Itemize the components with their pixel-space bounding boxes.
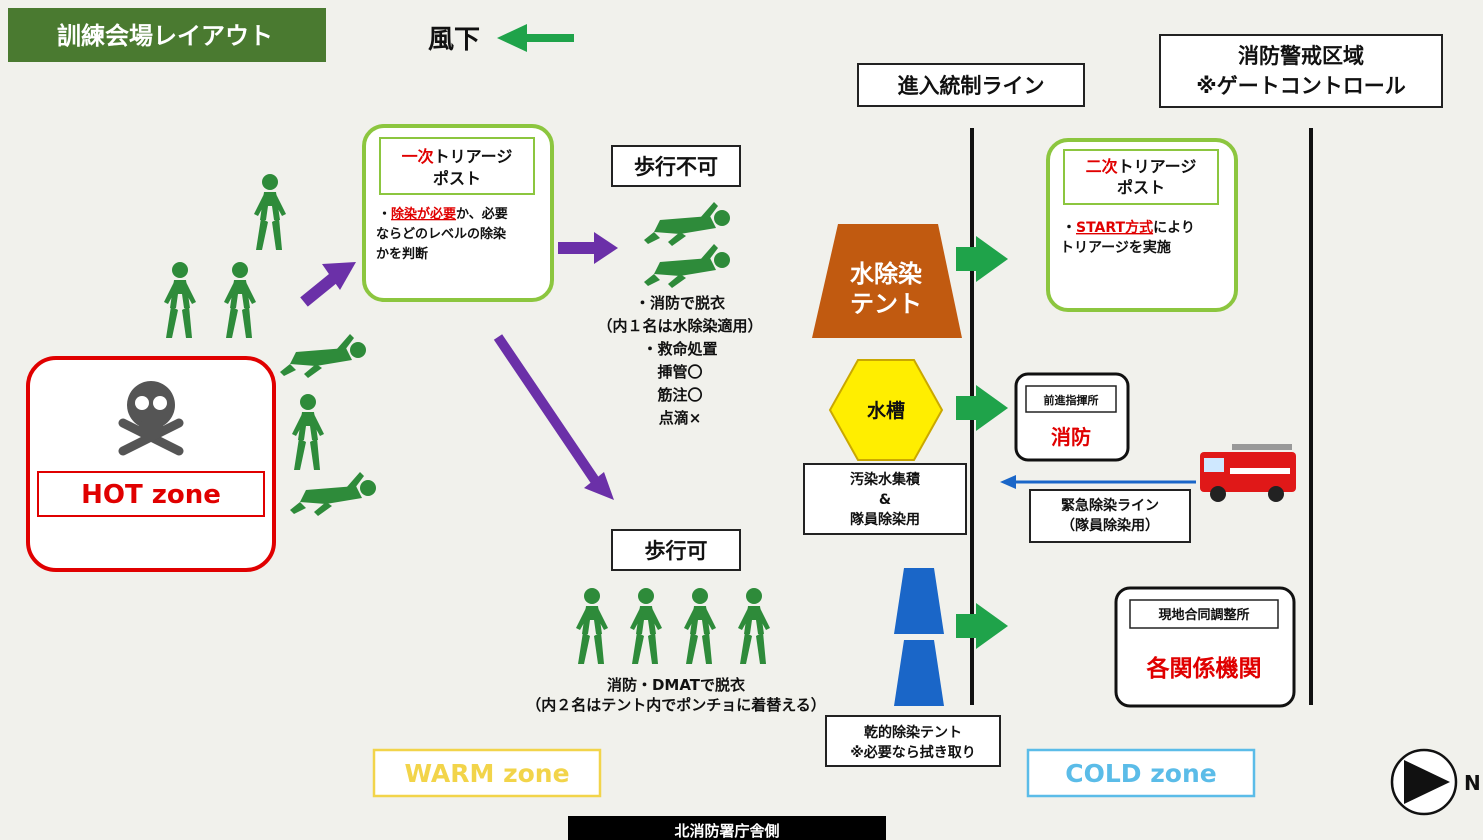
water-tank-icon [828, 359, 944, 461]
secondary-triage-title: 二次トリアージ [1086, 157, 1197, 176]
header-banner [8, 8, 326, 62]
forward-command-label: 前進指揮所 [1044, 393, 1099, 407]
cold-zone-box [1026, 748, 1256, 798]
wastewater-box [803, 463, 967, 535]
fire-cordon-label: 消防警戒区域 [1238, 44, 1364, 68]
ambulatory-box [611, 529, 741, 571]
non-ambulatory-notes: ・消防で脱衣 （内１名は水除染適用） ・救命処置 挿管〇 筋注〇 点滴× [597, 294, 762, 427]
primary-triage-title: 一次トリアージ [402, 147, 513, 166]
lying-person-icon [280, 334, 366, 378]
purple-arrow-icon [300, 262, 356, 307]
secondary-triage-note-line2: トリアージを実施 [1060, 239, 1171, 256]
downwind-arrow-icon [497, 24, 574, 52]
downwind-label: 風下 [428, 25, 480, 55]
dry-decon-tent-icon [894, 568, 944, 706]
dry-tent-note: ※必要なら拭き取り [850, 744, 976, 761]
page-title: 訓練会場レイアウト [57, 22, 273, 50]
primary-triage-note: ・除染が必要か、必要 [378, 206, 508, 222]
walking-person-icon [630, 588, 662, 664]
water-decon-tent-icon [812, 224, 962, 338]
compass-icon [1390, 748, 1458, 816]
walking-person-icon [576, 588, 608, 664]
emergency-line-box [1029, 489, 1191, 543]
purple-arrow-icon [493, 334, 614, 500]
svg-text:挿管〇: 挿管〇 [657, 363, 702, 381]
dry-tent-box [825, 715, 1001, 767]
water-tent-label-line2: テント [850, 290, 922, 318]
ambulatory-label: 歩行可 [645, 539, 708, 563]
fire-truck-icon [1200, 444, 1296, 502]
primary-triage-note-line2: ならどのレベルの除染 [376, 226, 507, 242]
secondary-triage-note: ・START方式により [1062, 219, 1195, 236]
building-banner [568, 816, 886, 840]
fire-cordon-box [1159, 34, 1443, 108]
water-tent-label: 水除染 [850, 260, 922, 288]
secondary-triage-title-line2: ポスト [1117, 178, 1165, 197]
cold-zone-label: COLD zone [1065, 759, 1216, 788]
walking-person-icon [684, 588, 716, 664]
svg-text:&: & [879, 492, 891, 508]
emergency-line-note: （隊員除染用） [1061, 517, 1159, 534]
entry-control-label: 進入統制ライン [898, 74, 1045, 98]
svg-text:（内１名は水除染適用）: （内１名は水除染適用） [597, 317, 762, 335]
fire-dept-label: 消防 [1051, 425, 1091, 449]
emergency-line-label: 緊急除染ライン [1061, 497, 1159, 514]
green-arrow-icon [956, 603, 1008, 649]
compass-north-label: N [1464, 771, 1481, 795]
non-ambulatory-box [611, 145, 741, 187]
warm-zone-label: WARM zone [404, 759, 569, 788]
walking-person-icon [738, 588, 770, 664]
water-tank-label: 水槽 [867, 399, 905, 422]
wastewater-label: 汚染水集積 & 隊員除染用 [850, 471, 921, 528]
svg-text:隊員除染用: 隊員除染用 [850, 511, 920, 528]
blue-arrow-icon [1000, 475, 1196, 489]
walking-person-icon [224, 262, 256, 338]
hot-zone-label: HOT zone [81, 480, 221, 510]
primary-triage-title-line2: ポスト [433, 169, 481, 188]
entry-control-box [857, 63, 1085, 107]
svg-text:筋注〇: 筋注〇 [656, 386, 702, 404]
walking-person-icon [254, 174, 286, 250]
green-arrow-icon [956, 385, 1008, 431]
ambulatory-note2: （内２名はテント内でポンチョに着替える） [526, 696, 826, 714]
gate-control-label: ※ゲートコントロール [1196, 74, 1405, 98]
ambulatory-note1: 消防・DMATで脱衣 [607, 676, 745, 694]
purple-arrow-icon [558, 232, 618, 264]
lying-person-icon [644, 244, 730, 288]
svg-text:・消防で脱衣: ・消防で脱衣 [635, 294, 725, 312]
walking-person-icon [292, 394, 324, 470]
lying-person-icon [290, 472, 376, 516]
coordination-label: 現地合同調整所 [1158, 607, 1249, 623]
walking-person-icon [164, 262, 196, 338]
primary-triage-note-line3: かを判断 [376, 246, 428, 262]
svg-text:点滴×: 点滴× [659, 409, 702, 427]
svg-text:汚染水集積: 汚染水集積 [850, 471, 921, 488]
dry-tent-label: 乾的除染テント [864, 724, 962, 741]
svg-text:・救命処置: ・救命処置 [642, 340, 717, 358]
non-ambulatory-label: 歩行不可 [634, 155, 718, 179]
lying-person-icon [644, 202, 730, 246]
building-label: 北消防署庁舎側 [674, 822, 779, 840]
skull-crossbones-icon [118, 381, 184, 456]
agencies-label: 各関係機関 [1146, 655, 1262, 682]
green-arrow-icon [956, 236, 1008, 282]
warm-zone-box [372, 748, 602, 798]
